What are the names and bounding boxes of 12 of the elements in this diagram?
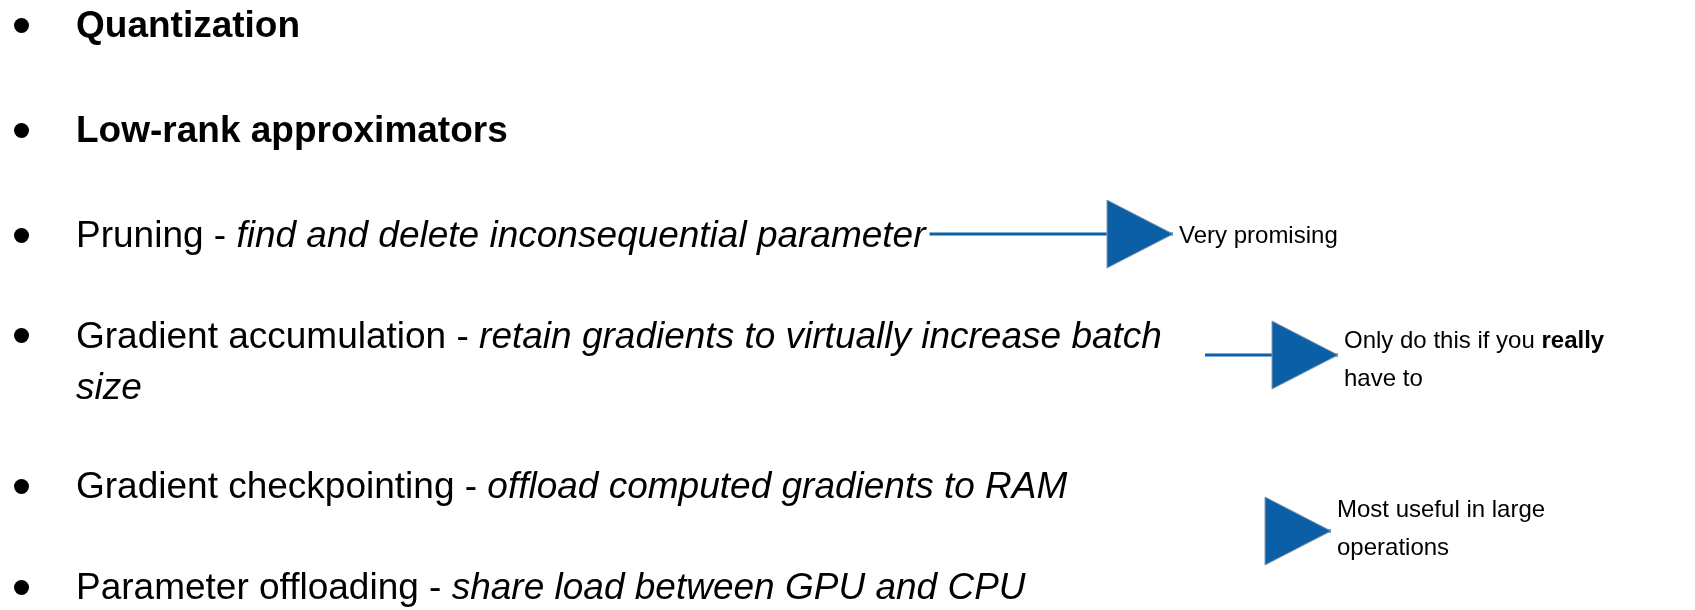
list-item-text: Low-rank approximators xyxy=(76,108,508,152)
note-text: Only do this if you really have to xyxy=(1344,321,1644,397)
triangle-arrow xyxy=(1205,320,1339,390)
note-text: Very promising xyxy=(1179,216,1338,254)
list-item-text: Parameter offloading - share load between GPU and CPU xyxy=(76,565,1026,609)
note-text: Most useful in large operations xyxy=(1337,490,1627,566)
list-item-text: Pruning - find and delete inconsequential parameter xyxy=(76,213,926,257)
triangle-arrow xyxy=(1264,496,1332,566)
triangle-arrow xyxy=(929,199,1174,269)
list-item-text: Gradient checkpointing - offload computed gradients to RAM xyxy=(76,464,1068,508)
list-item-text: Gradient accumulation - retain gradients to virtually increase batch size xyxy=(76,310,1201,412)
list-item-text: Quantization xyxy=(76,3,301,47)
